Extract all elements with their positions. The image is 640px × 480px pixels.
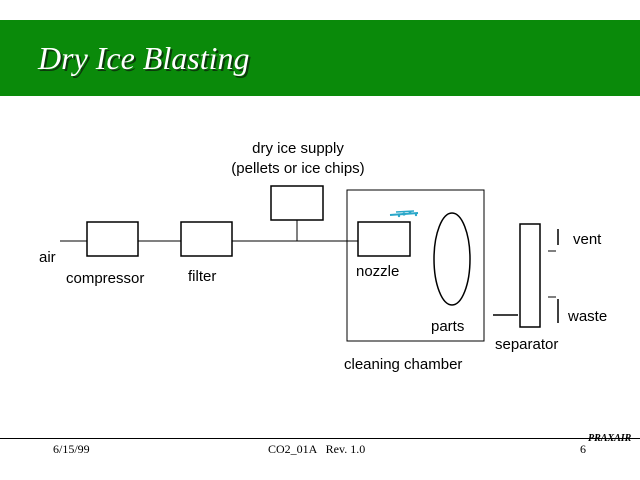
waste-label: waste bbox=[568, 308, 608, 325]
footer-doc-id: CO2_01A Rev. 1.0 bbox=[268, 442, 366, 456]
footer-date: 6/15/99 bbox=[53, 442, 90, 456]
filter-box bbox=[180, 221, 233, 257]
cleaning-chamber-box bbox=[346, 189, 485, 342]
vent-label: vent bbox=[573, 231, 602, 248]
slide-title: Dry Ice Blasting bbox=[38, 40, 250, 76]
supply-label-line2: (pellets or ice chips) bbox=[231, 160, 365, 177]
parts-label: parts bbox=[431, 318, 465, 335]
compressor-box bbox=[86, 221, 139, 257]
supply-label-line1: dry ice supply bbox=[252, 140, 344, 157]
praxair-logo: PRAXAIR bbox=[588, 433, 632, 444]
cleaning-chamber-label: cleaning chamber bbox=[344, 356, 463, 373]
dry-ice-supply-label: dry ice supply (pellets or ice chips) bbox=[198, 139, 398, 179]
nozzle-label: nozzle bbox=[356, 263, 400, 280]
compressor-label: compressor bbox=[66, 270, 145, 287]
ice-spray-icon bbox=[389, 210, 419, 218]
title-banner bbox=[0, 20, 640, 96]
separator-box bbox=[519, 223, 541, 328]
parts-ellipse bbox=[433, 212, 471, 306]
nozzle-box bbox=[357, 221, 411, 257]
dry-ice-supply-box bbox=[270, 185, 324, 221]
separator-label: separator bbox=[495, 336, 559, 353]
footer-page-number: 6 bbox=[580, 442, 586, 456]
air-label: air bbox=[39, 249, 56, 266]
footer-divider bbox=[0, 438, 640, 439]
filter-label: filter bbox=[188, 268, 217, 285]
